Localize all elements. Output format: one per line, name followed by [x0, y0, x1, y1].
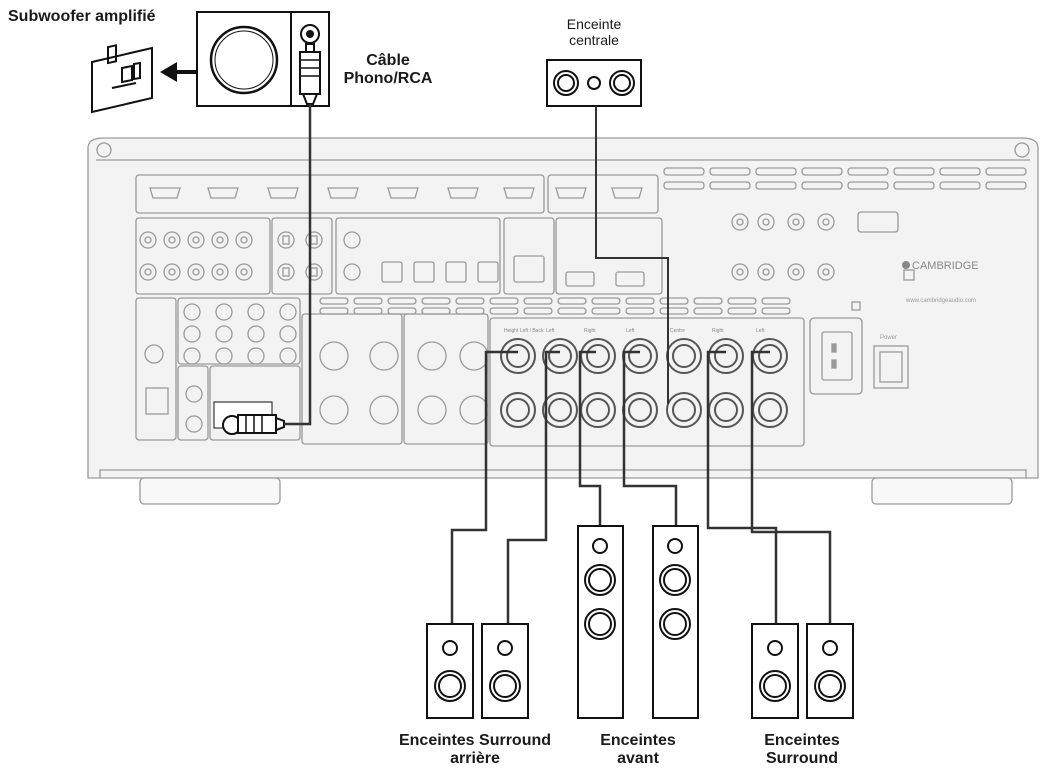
- rear-surround-label-line1: Enceintes Surround: [398, 732, 552, 749]
- front-speaker-right: [652, 525, 699, 719]
- surround-speaker-left: [751, 623, 799, 719]
- receiver-brand: CAMBRIDGE: [912, 260, 979, 272]
- speaker-cables: [284, 104, 832, 624]
- front-label-line2: avant: [617, 750, 659, 767]
- rear-surround-speaker-left: [426, 623, 474, 719]
- rear-surround-label-line2: arrière: [450, 750, 500, 767]
- center-speaker-label-line2: centrale: [569, 32, 619, 48]
- speaker-output-label: Right: [584, 328, 596, 334]
- rear-surround-speaker-right: [481, 623, 529, 719]
- rca-plug-icon: [299, 43, 321, 105]
- surround-label-line2: Surround: [766, 750, 838, 767]
- wall-outlet: [91, 44, 153, 114]
- cambridge-logo-icon: [902, 261, 910, 269]
- av-receiver-back-panel: [87, 137, 1039, 505]
- front-speaker-left: [577, 525, 624, 719]
- speaker-output-label: Height Left / Back: [504, 328, 544, 334]
- surround-label-line1: Enceintes: [764, 732, 840, 749]
- speaker-output-label: Left: [626, 328, 635, 334]
- receiver-website: www.cambridgeaudio.com: [905, 298, 976, 304]
- surround-speaker-right: [806, 623, 854, 719]
- speaker-output-label: Left: [546, 328, 555, 334]
- cable-label-line1: Câble: [366, 52, 410, 69]
- speaker-output-label: Right: [712, 328, 724, 334]
- sub-out-connector: [213, 401, 285, 435]
- subwoofer-label: Subwoofer amplifié: [8, 8, 156, 25]
- cable-label-line2: Phono/RCA: [343, 70, 433, 87]
- center-speaker: [546, 59, 642, 107]
- speaker-output-label: Centre: [670, 328, 685, 334]
- speaker-output-label: Left: [756, 328, 765, 334]
- center-speaker-label-line1: Enceinte: [566, 16, 622, 32]
- front-label-line1: Enceintes: [600, 732, 676, 749]
- power-label: Power: [880, 335, 897, 341]
- power-arrow-icon: [160, 62, 196, 82]
